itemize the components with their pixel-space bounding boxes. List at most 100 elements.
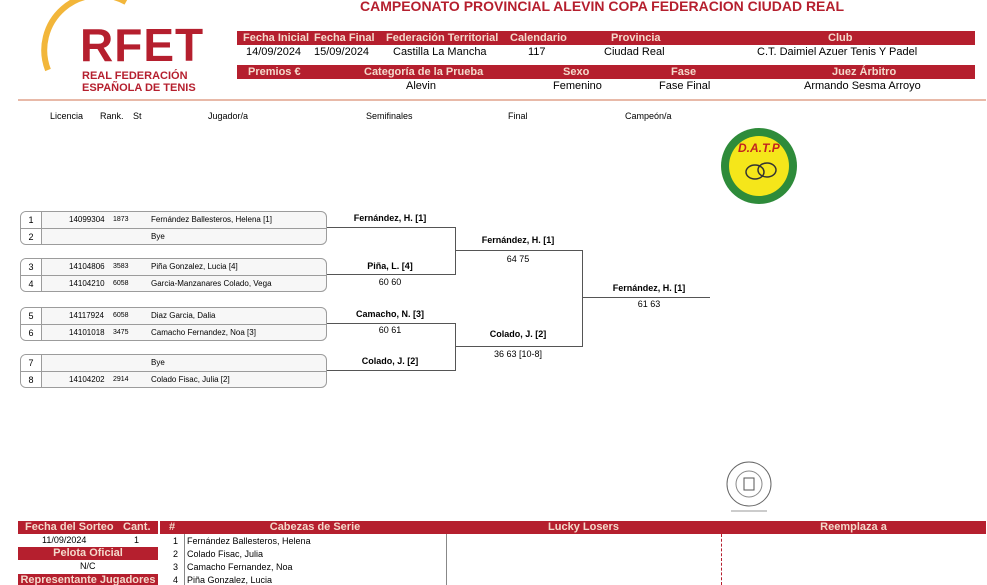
footer-divider bbox=[184, 534, 185, 585]
draw-box-1: 1 14099304 1873 Fernández Ballesteros, H… bbox=[20, 211, 327, 245]
draw-num: 5 bbox=[21, 308, 42, 324]
value-end-date: 15/09/2024 bbox=[314, 46, 370, 58]
champion-name: Fernández, H. [1] bbox=[612, 283, 686, 293]
header-calendar: Calendario bbox=[510, 32, 567, 44]
tennis-ball-arc-icon bbox=[41, 0, 128, 72]
draw-num: 6 bbox=[21, 325, 42, 340]
draw-rank: 1873 bbox=[113, 216, 129, 223]
draw-num: 8 bbox=[21, 372, 42, 387]
value-phase: Fase Final bbox=[659, 80, 711, 92]
value-federation: Castilla La Mancha bbox=[393, 46, 487, 58]
value-start-date: 14/09/2024 bbox=[246, 46, 302, 58]
draw-row-7[interactable]: 7 Bye bbox=[21, 355, 326, 371]
header-category: Categoría de la Prueba bbox=[364, 66, 484, 78]
qty-value: 1 bbox=[134, 535, 140, 545]
footer-divider bbox=[446, 534, 447, 585]
footer-replace-header: Reemplaza a bbox=[721, 521, 986, 534]
draw-rank: 6058 bbox=[113, 280, 129, 287]
bracket-line bbox=[327, 370, 455, 371]
col-final: Final bbox=[508, 111, 528, 121]
draw-license: 14104202 bbox=[69, 375, 105, 384]
draw-row-2[interactable]: 2 Bye bbox=[21, 228, 326, 244]
footer-lucky-header: Lucky Losers bbox=[446, 521, 721, 534]
semis-winner-4: Colado, J. [2] bbox=[361, 356, 419, 366]
bracket-line bbox=[455, 346, 582, 347]
draw-box-2: 3 14104806 3583 Piña Gonzalez, Lucia [4]… bbox=[20, 258, 327, 292]
header-prize: Premios € bbox=[248, 66, 301, 78]
draw-player-name: Bye bbox=[151, 358, 165, 367]
draw-license: 14104210 bbox=[69, 279, 105, 288]
info-header-row-1: Fecha Inicial Fecha Final Federación Ter… bbox=[237, 31, 975, 45]
qty-label: Cant. bbox=[123, 521, 151, 533]
draw-player-name: Bye bbox=[151, 232, 165, 241]
rep-label: Representante Jugadores bbox=[18, 574, 158, 585]
draw-row-4[interactable]: 4 14104210 6058 Garcia-Manzanares Colado… bbox=[21, 275, 326, 291]
draw-license: 14117924 bbox=[69, 311, 104, 320]
final-score-2: 36 63 [10-8] bbox=[493, 349, 543, 359]
header-divider bbox=[18, 99, 986, 101]
semis-score-2: 60 60 bbox=[378, 277, 402, 287]
draw-player-name: Fernández Ballesteros, Helena [1] bbox=[151, 215, 272, 224]
draw-num: 3 bbox=[21, 259, 42, 275]
draw-row-6[interactable]: 6 14101018 3475 Camacho Fernandez, Noa [… bbox=[21, 324, 326, 340]
draw-rank: 6058 bbox=[113, 312, 129, 319]
value-category: Alevin bbox=[406, 80, 436, 92]
bracket-line bbox=[327, 274, 455, 275]
final-winner-1: Fernández, H. [1] bbox=[481, 235, 555, 245]
draw-date-label: Fecha del Sorteo bbox=[25, 521, 114, 533]
seed-num: 1 bbox=[173, 536, 179, 546]
federation-seal-icon bbox=[726, 461, 772, 512]
club-logo-text: D.A.T.P bbox=[738, 141, 780, 155]
logo-line1: REAL FEDERACIÓN bbox=[82, 70, 188, 82]
champion-score: 61 63 bbox=[637, 299, 661, 309]
value-club: C.T. Daimiel Azuer Tenis Y Padel bbox=[757, 46, 918, 58]
bracket-line bbox=[455, 323, 456, 371]
header-referee: Juez Árbitro bbox=[832, 66, 897, 78]
final-winner-2: Colado, J. [2] bbox=[489, 329, 547, 339]
draw-row-1[interactable]: 1 14099304 1873 Fernández Ballesteros, H… bbox=[21, 212, 326, 228]
draw-num: 7 bbox=[21, 355, 42, 371]
header-phase: Fase bbox=[671, 66, 697, 78]
semis-winner-3: Camacho, N. [3] bbox=[355, 309, 424, 319]
final-score-1: 64 75 bbox=[506, 254, 530, 264]
header-end-date: Fecha Final bbox=[314, 32, 375, 44]
draw-row-3[interactable]: 3 14104806 3583 Piña Gonzalez, Lucia [4] bbox=[21, 259, 326, 275]
col-rank: Rank. bbox=[100, 111, 124, 121]
col-semis: Semifinales bbox=[366, 111, 413, 121]
logo-letters: RFET bbox=[80, 19, 205, 71]
draw-num: 4 bbox=[21, 276, 42, 291]
draw-row-5[interactable]: 5 14117924 6058 Diaz Garcia, Dalia bbox=[21, 308, 326, 324]
draw-box-4: 7 Bye 8 14104202 2914 Colado Fisac, Juli… bbox=[20, 354, 327, 388]
header-province: Provincia bbox=[611, 32, 661, 44]
col-player: Jugador/a bbox=[208, 111, 249, 121]
draw-rank: 3583 bbox=[113, 263, 129, 270]
draw-date-value: 11/09/2024 bbox=[42, 535, 87, 545]
seed-name: Colado Fisac, Julia bbox=[187, 549, 264, 559]
bracket-line bbox=[582, 250, 583, 347]
bracket-line bbox=[582, 297, 710, 298]
header-club: Club bbox=[828, 32, 853, 44]
draw-num: 2 bbox=[21, 229, 42, 244]
draw-player-name: Camacho Fernandez, Noa [3] bbox=[151, 328, 256, 337]
semis-winner-1: Fernández, H. [1] bbox=[353, 213, 427, 223]
draw-rank: 2914 bbox=[113, 376, 129, 383]
seed-num: 4 bbox=[173, 575, 179, 585]
info-header-row-2: Premios € Categoría de la Prueba Sexo Fa… bbox=[237, 65, 975, 79]
footer-hash-header: # bbox=[160, 521, 184, 534]
header-sex: Sexo bbox=[563, 66, 590, 78]
col-license: Licencia bbox=[50, 111, 84, 121]
value-province: Ciudad Real bbox=[604, 46, 665, 58]
club-badge-icon bbox=[721, 128, 797, 204]
draw-player-name: Garcia-Manzanares Colado, Vega bbox=[151, 279, 272, 288]
logo-line2: ESPAÑOLA DE TENIS bbox=[82, 82, 196, 94]
draw-player-name: Diaz Garcia, Dalia bbox=[151, 311, 216, 320]
footer-seeds-header: Cabezas de Serie bbox=[184, 521, 446, 534]
draw-license: 14101018 bbox=[69, 328, 105, 337]
value-referee: Armando Sesma Arroyo bbox=[804, 80, 921, 92]
draw-rank: 3475 bbox=[113, 329, 129, 336]
draw-row-8[interactable]: 8 14104202 2914 Colado Fisac, Julia [2] bbox=[21, 371, 326, 387]
seed-name: Piña Gonzalez, Lucia bbox=[187, 575, 273, 585]
footer-divider bbox=[721, 534, 722, 585]
draw-box-3: 5 14117924 6058 Diaz Garcia, Dalia 6 141… bbox=[20, 307, 327, 341]
seed-name: Camacho Fernandez, Noa bbox=[187, 562, 293, 572]
